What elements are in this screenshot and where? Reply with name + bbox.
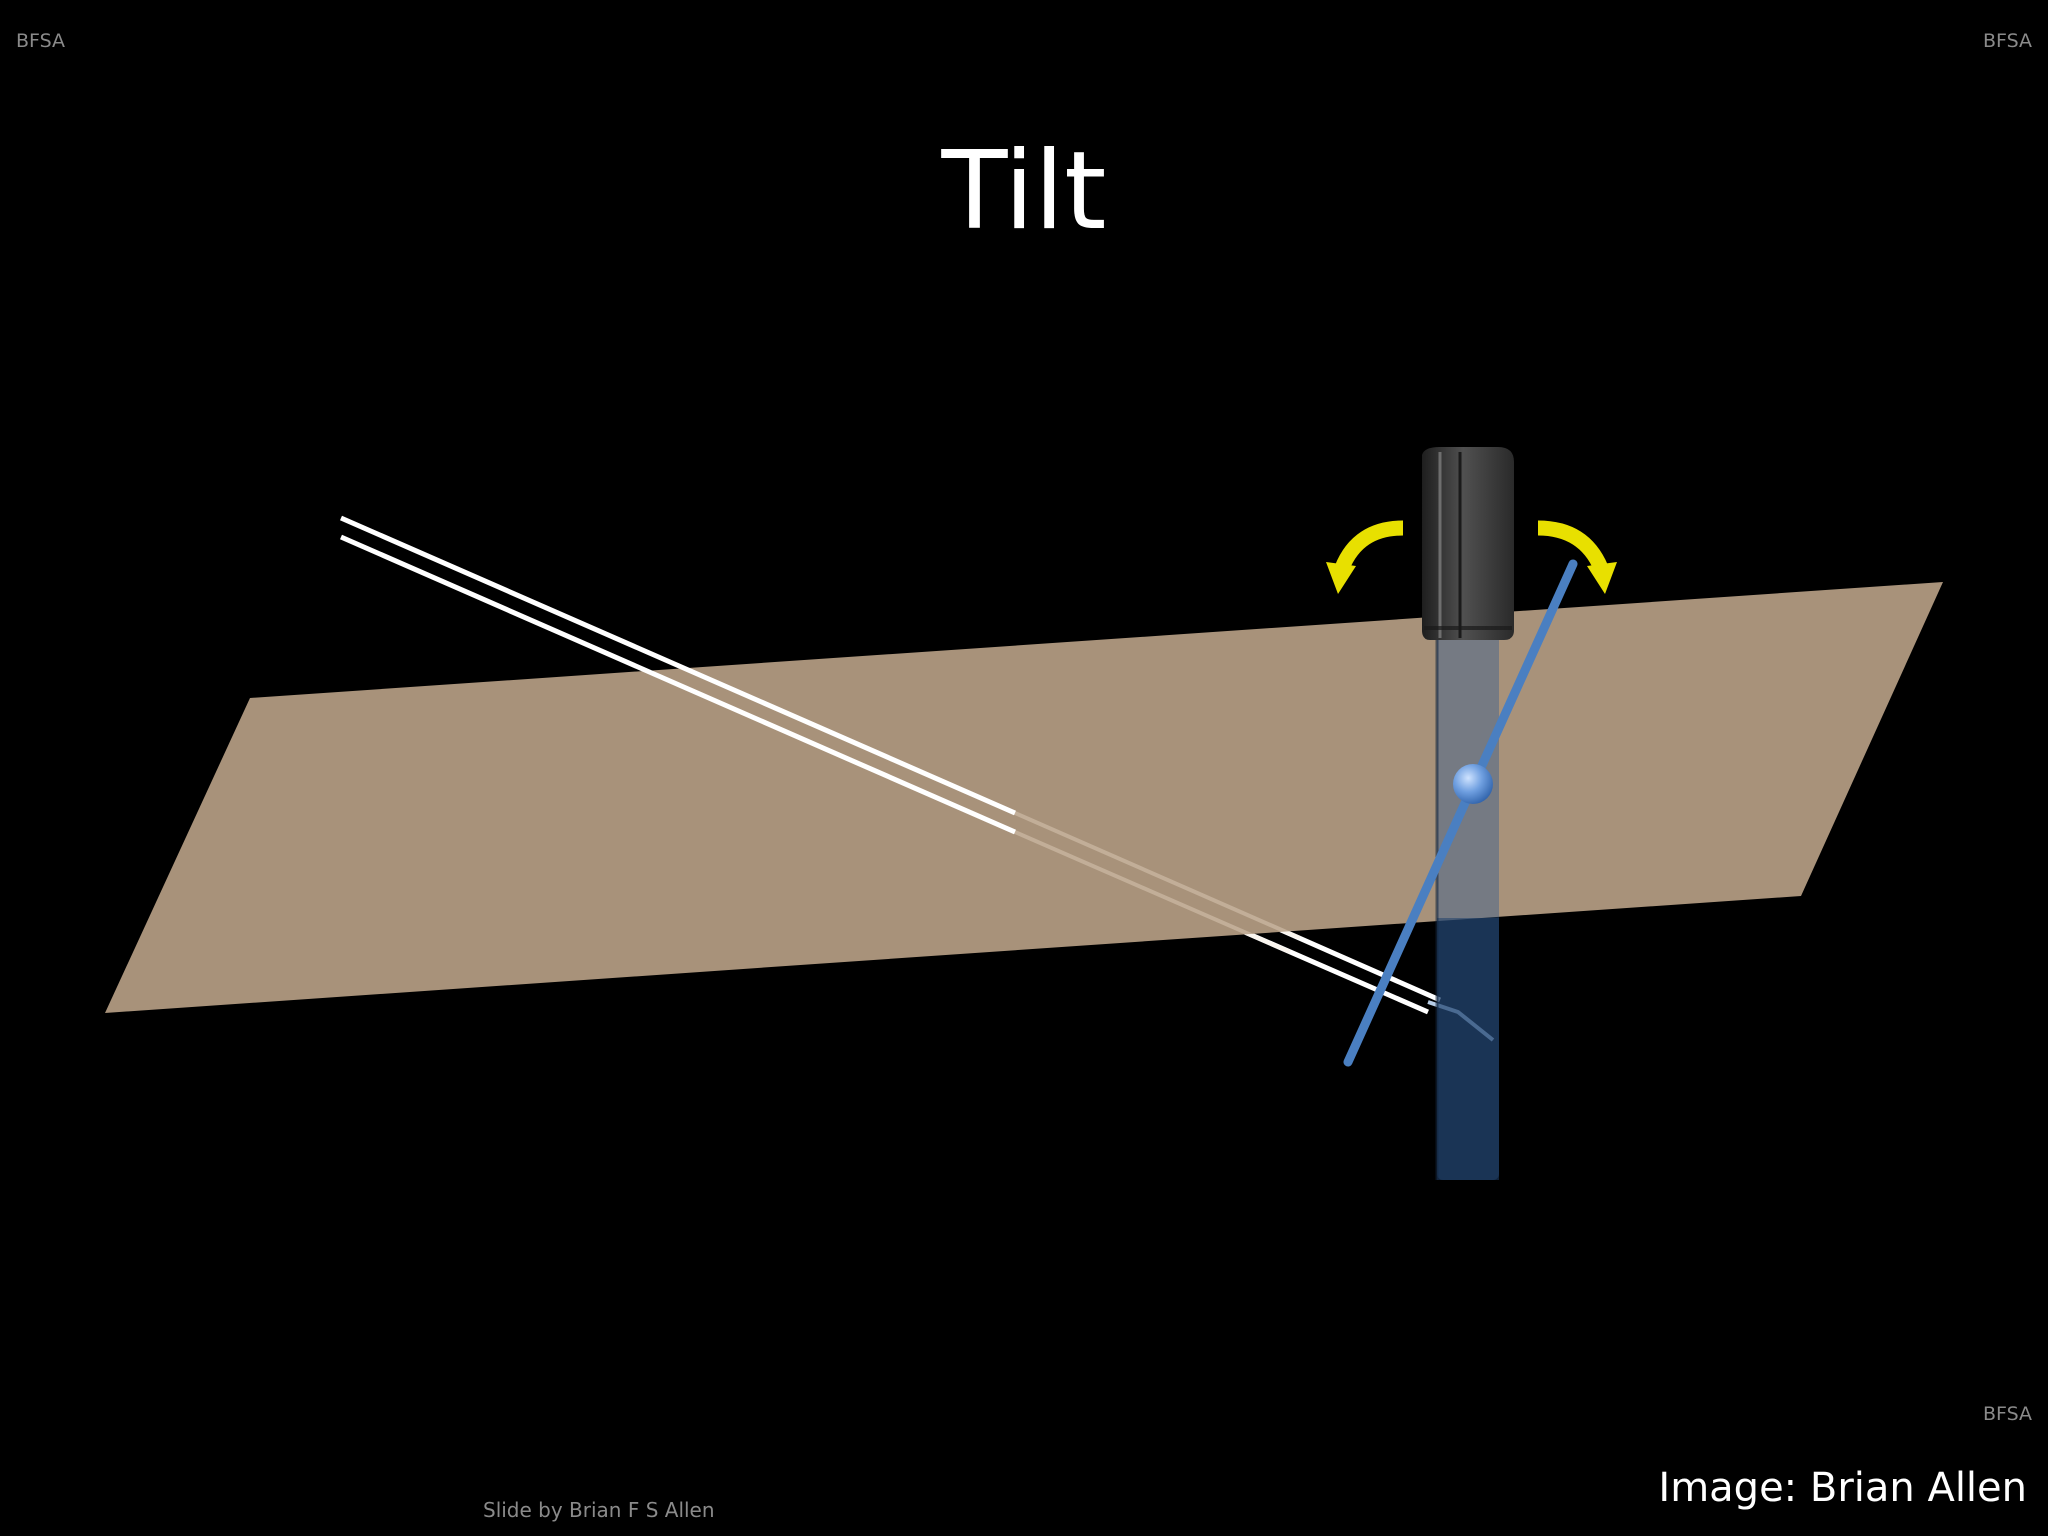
tissue-plane xyxy=(105,582,1943,1013)
slide-title: Tilt xyxy=(941,129,1107,254)
watermark-top-left: BFSA xyxy=(16,30,66,52)
watermark-top-right: BFSA xyxy=(1982,30,2032,52)
transducer-probe xyxy=(1422,447,1514,640)
pivot-point xyxy=(1453,764,1493,804)
watermark-bottom-right: BFSA xyxy=(1982,1403,2032,1425)
tilt-axis-line xyxy=(1343,559,1578,1067)
curved-arrow-right-icon xyxy=(1537,520,1617,594)
needle-through-plane xyxy=(1014,811,1301,954)
image-credit: Image: Brian Allen xyxy=(1658,1465,2027,1511)
needle-upper-segment xyxy=(339,515,1017,835)
slide-footer: Slide by Brian F S Allen xyxy=(483,1498,715,1522)
curved-arrow-left-icon xyxy=(1326,520,1404,594)
ultrasound-beam xyxy=(1435,635,1499,1180)
